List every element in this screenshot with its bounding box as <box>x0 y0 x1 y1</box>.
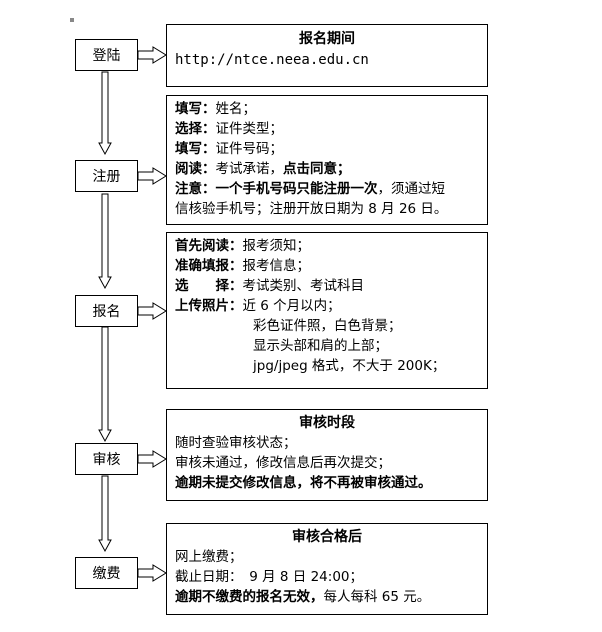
panel-payment: 审核合格后 网上缴费； 截止日期： 9 月 8 日 24:00； 逾期不缴费的报… <box>166 523 488 615</box>
apply-line-photo-crop: 显示头部和肩的上部； <box>175 336 479 356</box>
register-line-id-type: 选择：证件类型； <box>175 119 479 139</box>
step-label: 报名 <box>92 304 121 320</box>
line-key: 阅读： <box>175 161 216 177</box>
panel-title: 审核时段 <box>299 415 355 431</box>
line-text: 审核未通过，修改信息后再次提交； <box>175 455 391 471</box>
line-text: 姓名； <box>215 101 257 117</box>
panel-title: 审核合格后 <box>292 529 362 545</box>
line-key: 填写： <box>175 141 216 157</box>
line-text: 考试承诺， <box>215 161 284 177</box>
line-text: ，须通过短 <box>377 181 446 197</box>
line-text: 证件类型； <box>215 121 284 137</box>
panel-period: 报名期间 http://ntce.neea.edu.cn <box>166 24 488 87</box>
line-key: 首先阅读： <box>175 238 243 254</box>
line-text: 证件号码； <box>215 141 284 157</box>
apply-line-fill: 准确填报：报考信息； <box>175 256 479 276</box>
line-emphasis: 逾期未提交修改信息，将不再被审核通过。 <box>175 475 432 491</box>
register-line-read: 阅读：考试承诺，点击同意； <box>175 159 479 179</box>
review-line-resubmit: 审核未通过，修改信息后再次提交； <box>175 453 479 473</box>
panel-apply: 首先阅读：报考须知； 准确填报：报考信息； 选 择：考试类别、考试科目 上传照片… <box>166 232 488 389</box>
line-text: jpg/jpeg 格式，不大于 200K； <box>253 358 446 374</box>
payment-line-warning: 逾期不缴费的报名无效，每人每科 65 元。 <box>175 587 479 607</box>
apply-line-select: 选 择：考试类别、考试科目 <box>175 276 479 296</box>
line-text: 截止日期： 9 月 8 日 24:00； <box>175 569 363 585</box>
line-emphasis: 点击同意； <box>283 161 351 177</box>
down-arrow <box>98 71 112 156</box>
panel-review: 审核时段 随时查验审核状态； 审核未通过，修改信息后再次提交； 逾期未提交修改信… <box>166 409 488 501</box>
step-apply: 报名 <box>75 295 138 327</box>
line-key: 上传照片： <box>175 298 243 314</box>
line-key: 选 择： <box>175 278 243 294</box>
register-line-id-number: 填写：证件号码； <box>175 139 479 159</box>
right-arrow <box>137 46 167 64</box>
register-line-note: 注意：一个手机号码只能注册一次，须通过短 <box>175 179 479 199</box>
step-review: 审核 <box>75 443 138 475</box>
step-label: 登陆 <box>92 48 121 64</box>
line-key: 选择： <box>175 121 216 137</box>
corner-mark <box>70 18 74 22</box>
line-key: 填写： <box>175 101 216 117</box>
down-arrow <box>98 193 112 290</box>
review-line-warning: 逾期未提交修改信息，将不再被审核通过。 <box>175 473 479 493</box>
step-payment: 缴费 <box>75 557 138 589</box>
step-login: 登陆 <box>75 39 138 71</box>
line-text: 彩色证件照，白色背景； <box>253 318 402 334</box>
payment-line-online: 网上缴费； <box>175 547 479 567</box>
payment-line-deadline: 截止日期： 9 月 8 日 24:00； <box>175 567 479 587</box>
line-text: 考试类别、考试科目 <box>242 278 365 294</box>
down-arrow <box>98 475 112 553</box>
register-line-name: 填写：姓名； <box>175 99 479 119</box>
right-arrow <box>137 564 167 582</box>
line-text: 报考信息； <box>242 258 311 274</box>
review-line-status: 随时查验审核状态； <box>175 433 479 453</box>
line-text: 显示头部和肩的上部； <box>253 338 388 354</box>
line-text: 网上缴费； <box>175 549 243 565</box>
line-emphasis: 逾期不缴费的报名无效， <box>175 589 324 605</box>
line-text: 随时查验审核状态； <box>175 435 297 451</box>
right-arrow <box>137 302 167 320</box>
step-register: 注册 <box>75 160 138 192</box>
line-text: 报考须知； <box>242 238 311 254</box>
apply-line-photo-format: jpg/jpeg 格式，不大于 200K； <box>175 356 479 376</box>
line-emphasis: 一个手机号码只能注册一次 <box>215 181 378 197</box>
apply-line-photo: 上传照片：近 6 个月以内； <box>175 296 479 316</box>
panel-title: 报名期间 <box>299 31 355 47</box>
right-arrow <box>137 450 167 468</box>
line-key: 注意： <box>175 181 216 197</box>
line-text: 信核验手机号；注册开放日期为 8 月 26 日。 <box>175 201 448 217</box>
line-key: 准确填报： <box>175 258 243 274</box>
step-label: 注册 <box>92 169 121 185</box>
step-label: 缴费 <box>92 566 121 582</box>
site-url: http://ntce.neea.edu.cn <box>175 52 369 68</box>
panel-register: 填写：姓名； 选择：证件类型； 填写：证件号码； 阅读：考试承诺，点击同意； 注… <box>166 95 488 225</box>
apply-line-read: 首先阅读：报考须知； <box>175 236 479 256</box>
line-text: 近 6 个月以内； <box>242 298 341 314</box>
apply-line-photo-color: 彩色证件照，白色背景； <box>175 316 479 336</box>
line-text: 每人每科 65 元。 <box>323 589 431 605</box>
down-arrow <box>98 326 112 443</box>
right-arrow <box>137 167 167 185</box>
step-label: 审核 <box>92 452 121 468</box>
register-line-open-date: 信核验手机号；注册开放日期为 8 月 26 日。 <box>175 199 479 219</box>
